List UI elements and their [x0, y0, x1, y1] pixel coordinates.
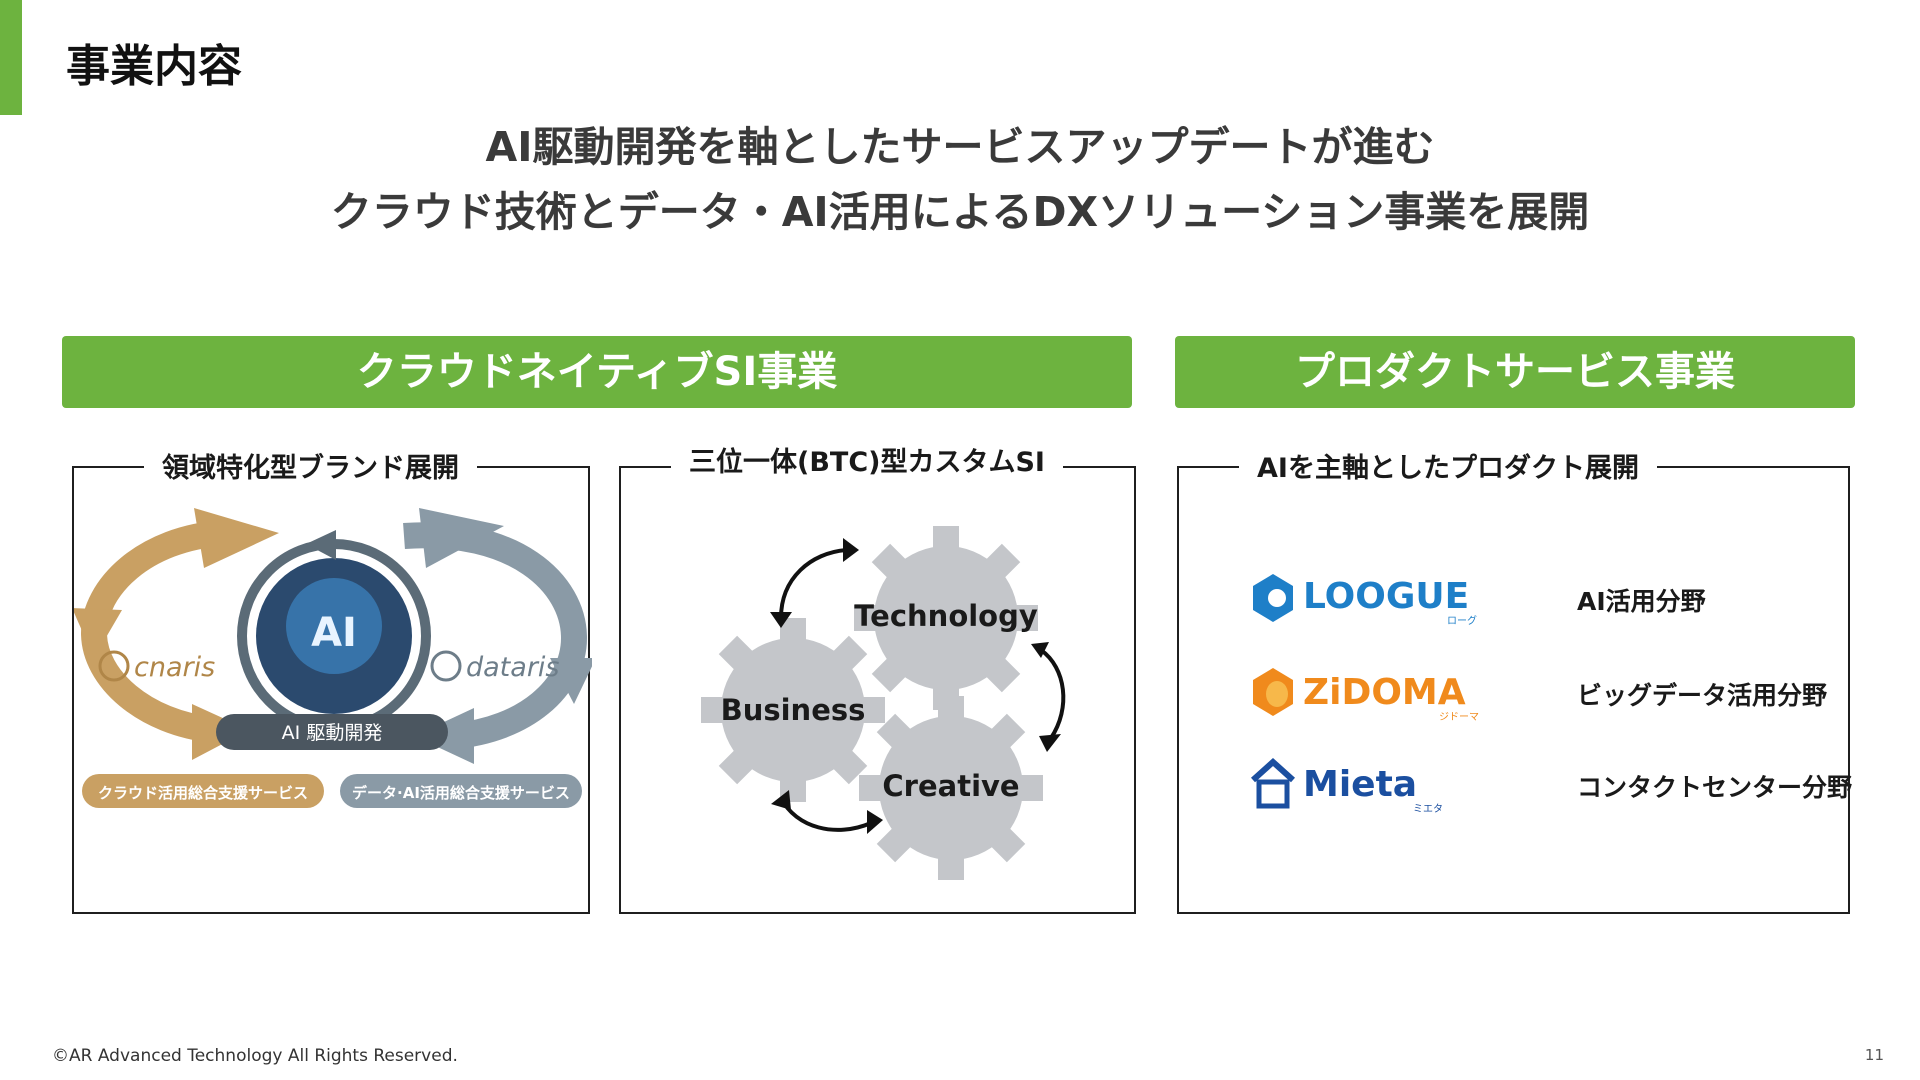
zidoma-kana: ジドーマ: [1439, 712, 1479, 722]
ai-badge-label: AI 駆動開発: [282, 722, 383, 744]
loogue-name: LOOGUE: [1303, 576, 1469, 617]
dataris-brand-name: dataris: [466, 652, 560, 683]
zidoma-name: ZiDOMA: [1303, 672, 1466, 713]
dataris-cycle-arrow: [403, 522, 588, 749]
brand-cycle-diagram: AI AI 駆動開発 cnaris dataris クラウド活用総合支援サービス…: [74, 508, 592, 808]
page-title: 事業内容: [66, 41, 242, 92]
ai-badge: [216, 714, 448, 750]
gear-label-business: Business: [721, 693, 866, 727]
product-row-mieta: Mieta ミエタ コンタクトセンター分野: [1247, 754, 1852, 814]
btc-panel-label: 三位一体(BTC)型カスタムSI: [671, 440, 1063, 479]
btc-gears-diagram: Technology Business Creative: [701, 526, 1066, 880]
dataris-arrowhead-right: [550, 658, 592, 704]
dataris-logo-icon: [430, 650, 462, 682]
cycle-arrowhead-top-b: [770, 612, 792, 628]
product-row-loogue: LOOGUE ローグ AI活用分野: [1247, 568, 1807, 628]
banner-product-service: プロダクトサービス事業: [1175, 336, 1855, 408]
cnaris-brand-name: cnaris: [134, 652, 215, 683]
footer-copyright: ©AR Advanced Technology All Rights Reser…: [52, 1046, 458, 1066]
loogue-field: AI活用分野: [1577, 587, 1706, 616]
gear-label-technology: Technology: [854, 599, 1038, 633]
cnaris-arrowhead-top: [194, 508, 279, 568]
zidoma-field: ビッグデータ活用分野: [1577, 681, 1828, 710]
mieta-logo-icon: Mieta ミエタ: [1250, 757, 1443, 814]
btc-panel: 三位一体(BTC)型カスタムSI Technology Business Cre…: [619, 440, 1136, 914]
cnaris-logo-icon: [98, 650, 130, 682]
cnaris-arrowhead-left: [74, 608, 122, 658]
headline-line-1: AI駆動開発を軸としたサービスアップデートが進む: [485, 123, 1435, 171]
brand-panel-label: 領域特化型ブランド展開: [144, 446, 477, 485]
loogue-kana: ローグ: [1447, 614, 1477, 627]
mieta-kana: ミエタ: [1413, 803, 1443, 814]
cycle-arrowhead-bottom-a: [771, 790, 791, 810]
loogue-logo-icon: LOOGUE ローグ: [1253, 574, 1477, 627]
cycle-arrow-right: [1039, 648, 1066, 740]
brand-panel: 領域特化型ブランド展開 AI AI 駆動開発 cnaris dataris クラ…: [72, 446, 592, 914]
ai-ring-arrowhead: [306, 530, 336, 560]
banner-cloud-native-si: クラウドネイティブSI事業: [62, 336, 1132, 408]
gear-label-creative: Creative: [882, 769, 1019, 803]
product-panel-label: AIを主軸としたプロダクト展開: [1239, 446, 1657, 485]
cycle-arrowhead-right-a: [1031, 642, 1049, 658]
accent-bar: [0, 0, 22, 115]
cycle-arrow-top: [779, 548, 847, 619]
cycle-arrow-bottom: [779, 797, 872, 832]
zidoma-logo-icon: ZiDOMA ジドーマ: [1253, 668, 1479, 722]
dataris-arrowhead-top: [419, 508, 504, 568]
ai-core-label: AI: [311, 610, 357, 656]
cycle-arrowhead-bottom-b: [867, 810, 883, 834]
dataris-caption: データ·AI活用総合支援サービス: [352, 784, 570, 802]
headline-line-2: クラウド技術とデータ・AI活用によるDXソリューション事業を展開: [330, 188, 1590, 236]
product-row-zidoma: ZiDOMA ジドーマ ビッグデータ活用分野: [1247, 662, 1827, 722]
page-number: 11: [1864, 1046, 1884, 1064]
ai-core-glow: [286, 578, 382, 674]
product-panel: AIを主軸としたプロダクト展開 LOOGUE ローグ AI活用分野 ZiDOMA…: [1177, 446, 1852, 914]
cnaris-caption: クラウド活用総合支援サービス: [98, 784, 308, 802]
cycle-arrowhead-top-a: [843, 538, 859, 562]
cnaris-caption-pill: [82, 774, 324, 808]
dataris-caption-pill: [340, 774, 582, 808]
cycle-arrowhead-right-b: [1039, 734, 1061, 752]
mieta-name: Mieta: [1303, 764, 1417, 805]
mieta-field: コンタクトセンター分野: [1577, 773, 1853, 802]
